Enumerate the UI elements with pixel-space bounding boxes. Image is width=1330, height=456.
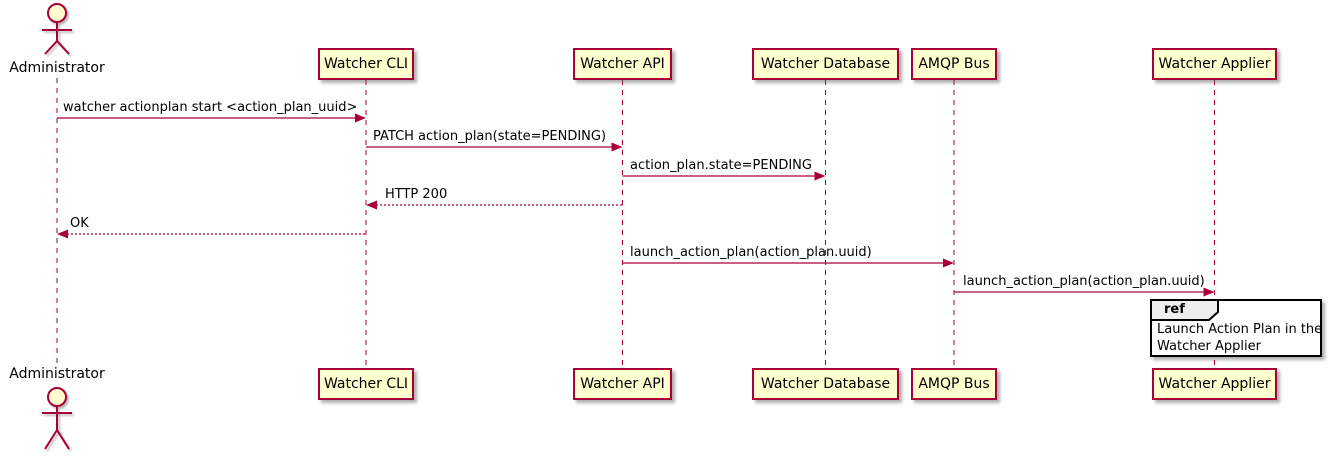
actor-figure-top bbox=[42, 3, 72, 55]
participant-label: Watcher Database bbox=[760, 376, 891, 392]
participant-top-watcher-applier: Watcher Applier bbox=[1152, 48, 1277, 80]
participant-top-amqp-bus: AMQP Bus bbox=[911, 48, 997, 80]
ref-keyword: ref bbox=[1164, 302, 1185, 317]
lifelines bbox=[56, 78, 1215, 368]
arrowhead-right-icon bbox=[355, 113, 366, 123]
participant-label: Watcher API bbox=[580, 376, 665, 392]
arrowhead-right-icon bbox=[1203, 287, 1215, 297]
participant-bottom-watcher-cli: Watcher CLI bbox=[318, 368, 414, 400]
actor-figure-bottom bbox=[42, 387, 72, 450]
arrowhead-right-icon bbox=[943, 258, 954, 268]
participant-label: Watcher Applier bbox=[1158, 56, 1271, 72]
ref-body: Launch Action Plan in the Watcher Applie… bbox=[1157, 321, 1322, 355]
participant-label: Watcher API bbox=[580, 56, 665, 72]
participant-label: AMQP Bus bbox=[918, 376, 990, 392]
arrowhead-right-icon bbox=[611, 142, 623, 152]
participant-label: Watcher Database bbox=[760, 56, 891, 72]
participant-bottom-watcher-api: Watcher API bbox=[573, 368, 672, 400]
message-label-1: watcher actionplan start <action_plan_uu… bbox=[63, 100, 358, 115]
message-label-4: HTTP 200 bbox=[385, 187, 448, 202]
participant-label: Watcher Applier bbox=[1158, 376, 1271, 392]
participant-label: AMQP Bus bbox=[918, 56, 990, 72]
participant-bottom-watcher-applier: Watcher Applier bbox=[1152, 368, 1277, 400]
arrowhead-left-icon bbox=[57, 229, 68, 239]
participant-label: Watcher CLI bbox=[323, 56, 409, 72]
participant-bottom-watcher-database: Watcher Database bbox=[752, 368, 899, 400]
ref-header-pentagon-icon bbox=[1150, 299, 1219, 321]
actor-label-bottom: Administrator bbox=[9, 366, 105, 382]
message-label-5: OK bbox=[70, 216, 89, 231]
message-arrows bbox=[57, 113, 1215, 297]
participant-top-watcher-database: Watcher Database bbox=[752, 48, 899, 80]
participant-bottom-amqp-bus: AMQP Bus bbox=[911, 368, 997, 400]
ref-body-line: Launch Action Plan in the bbox=[1157, 322, 1323, 337]
message-label-6: launch_action_plan(action_plan.uuid) bbox=[630, 245, 872, 260]
message-label-3: action_plan.state=PENDING bbox=[630, 158, 812, 173]
ref-body-line: Watcher Applier bbox=[1157, 339, 1261, 354]
message-label-7: launch_action_plan(action_plan.uuid) bbox=[963, 274, 1205, 289]
participant-top-watcher-cli: Watcher CLI bbox=[318, 48, 414, 80]
ref-fragment: ref Launch Action Plan in the Watcher Ap… bbox=[1150, 299, 1322, 357]
actor-label-top: Administrator bbox=[9, 60, 105, 76]
actor-head-icon bbox=[47, 387, 67, 407]
participant-label: Watcher CLI bbox=[323, 376, 409, 392]
arrowhead-right-icon bbox=[814, 171, 826, 181]
participant-top-watcher-api: Watcher API bbox=[573, 48, 672, 80]
arrowhead-left-icon bbox=[366, 200, 377, 210]
actor-head-icon bbox=[47, 3, 67, 23]
message-label-2: PATCH action_plan(state=PENDING) bbox=[373, 129, 607, 144]
